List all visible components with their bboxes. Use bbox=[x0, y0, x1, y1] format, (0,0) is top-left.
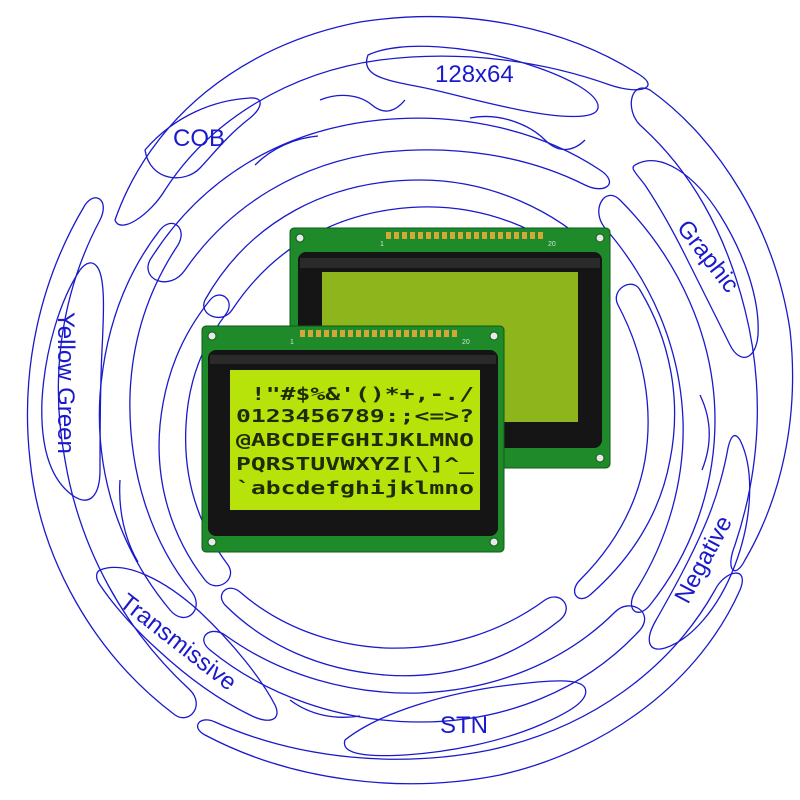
swirl-outer-right bbox=[630, 87, 794, 572]
swirl-ring-left bbox=[98, 222, 197, 618]
swirl-ring-right bbox=[598, 194, 716, 613]
front-lcd-glass bbox=[230, 370, 480, 510]
swirl-outer-left bbox=[26, 197, 197, 719]
lcd-line-3: @ABCDEFGHIJKLMNO bbox=[236, 431, 474, 451]
label-resolution: 128x64 bbox=[435, 61, 514, 88]
back-pin20-mark: 20 bbox=[548, 241, 556, 248]
swirl-outer-top bbox=[114, 15, 649, 226]
lcd-line-2: 0123456789:;<=>? bbox=[236, 407, 474, 427]
petal-cob bbox=[144, 97, 261, 179]
petal-yellow-green bbox=[41, 262, 105, 501]
label-cob: COB bbox=[173, 125, 225, 152]
lcd-line-1: !"#$%&'()*+,-./ bbox=[236, 385, 474, 405]
swirl-ring-bottom bbox=[203, 605, 646, 723]
back-pin1-mark: 1 bbox=[380, 241, 384, 248]
swirl-detail-4 bbox=[289, 699, 361, 718]
swirl-outer-bottom bbox=[196, 572, 743, 785]
swirl-detail-3 bbox=[699, 394, 710, 471]
lcd-line-5: `abcdefghijklmno bbox=[236, 479, 474, 499]
front-pin20-mark: 20 bbox=[462, 339, 470, 346]
swirl-detail-1 bbox=[319, 94, 406, 112]
swirl-detail-2 bbox=[469, 115, 586, 151]
swirl-inner-right bbox=[574, 283, 676, 600]
front-pin-row bbox=[300, 330, 457, 337]
swirl-outlines bbox=[26, 15, 794, 785]
label-yellow-green: Yellow Green bbox=[52, 312, 79, 454]
lcd-module-front: 1 20 !"#$%&'()*+,-./ 0123456789:;<=>? @A… bbox=[201, 325, 505, 553]
lcd-character-lines: !"#$%&'()*+,-./ 0123456789:;<=>? @ABCDEF… bbox=[236, 385, 475, 499]
front-pin1-mark: 1 bbox=[290, 339, 294, 346]
label-stn: STN bbox=[440, 712, 488, 739]
swirl-inner-bottom bbox=[220, 587, 567, 677]
petal-graphic bbox=[632, 159, 759, 358]
back-pin-row bbox=[386, 232, 543, 239]
petal-transmissive bbox=[95, 566, 278, 721]
label-transmissive: Transmissive bbox=[114, 588, 241, 696]
lcd-line-4: PQRSTUVWXYZ[\]^_ bbox=[236, 455, 475, 475]
petal-stn bbox=[343, 680, 587, 757]
petal-negative bbox=[648, 434, 751, 650]
swirl-ring-top bbox=[147, 117, 611, 283]
swirl-detail-5 bbox=[119, 479, 139, 563]
petal-resolution bbox=[365, 45, 599, 118]
swirl-detail-6 bbox=[254, 135, 319, 166]
